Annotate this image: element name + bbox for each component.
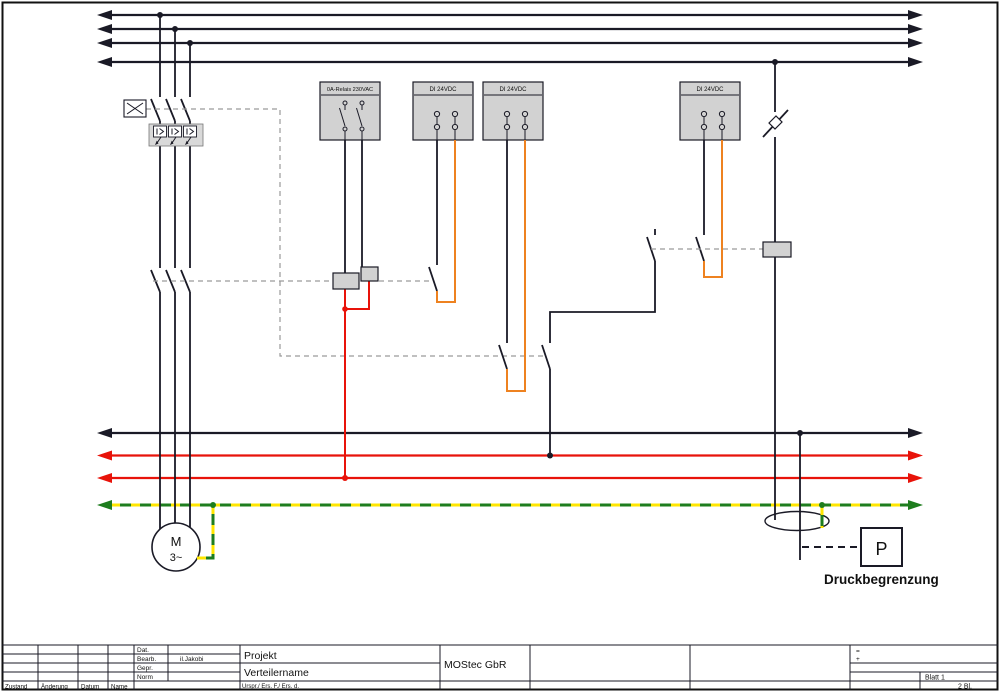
motor-feeder-lines: [150, 15, 191, 529]
di-module-label: DI 24VDC: [429, 87, 457, 93]
bottom-bus-black: [97, 428, 923, 438]
di-module-label: DI 24VDC: [696, 87, 724, 93]
tb-datum: Datum: [81, 684, 99, 691]
tb-bearb-label: Bearb.: [137, 656, 156, 663]
tb-dat-label: Dat.: [137, 647, 149, 654]
arrow-left-icon: [97, 428, 112, 438]
pressure-limiter-branch: P Druckbegrenzung: [764, 430, 939, 587]
di-module-box: [412, 81, 474, 141]
arrow-left-icon: [97, 450, 112, 461]
disconnect-blade-icon: [768, 115, 783, 130]
cable-marker-icon: [764, 510, 830, 532]
tb-plus: +: [856, 656, 860, 663]
pressure-actuator-box: [762, 241, 792, 258]
motor: M 3~: [151, 502, 216, 572]
feedback-contact-icon: [428, 266, 438, 292]
di-module-box: [679, 81, 741, 141]
arrow-left-icon: [97, 500, 112, 510]
arrow-right-icon: [908, 473, 923, 483]
di-module-1: DI 24VDC: [412, 81, 474, 303]
arrow-right-icon: [908, 428, 923, 438]
di-module-3: DI 24VDC: [679, 81, 741, 278]
top-power-bus-2: [97, 24, 923, 34]
arrow-right-icon: [908, 500, 923, 510]
aux-element-box: [360, 266, 379, 282]
pressure-limiter-label: Druckbegrenzung: [824, 572, 939, 587]
tb-urspr: Urspr./ Ers. F./ Ers. d.: [242, 684, 299, 690]
pressure-symbol: P: [875, 539, 887, 559]
junction-dot: [342, 306, 348, 312]
tb-zustand: Zustand: [5, 684, 28, 691]
tb-blatt: Blatt 1: [925, 675, 945, 682]
tb-verteilername: Verteilername: [244, 667, 309, 679]
tb-name: Name: [111, 684, 128, 691]
tb-norm-label: Norm: [137, 674, 153, 681]
relay-contact-icon: [339, 100, 348, 140]
tb-bearb-value: il.Jakobi: [180, 656, 203, 663]
aux-contact-icon: [541, 344, 551, 370]
title-block: Dat. Bearb. il.Jakobi Gepr. Norm Projekt…: [2, 644, 998, 691]
junction-dot: [342, 475, 348, 481]
arrow-left-icon: [97, 10, 112, 20]
trip-unit-icon: [168, 125, 182, 138]
arrow-left-icon: [97, 24, 112, 34]
arrow-left-icon: [97, 38, 112, 48]
top-power-bus-3: [97, 38, 923, 48]
junction-dot: [819, 502, 825, 508]
circuit-breaker: [123, 99, 544, 357]
bottom-bus-red-1: [97, 450, 923, 461]
tb-equals: =: [856, 648, 860, 655]
relay-module-box: [319, 81, 381, 141]
relay-module-label: 0A-Relais 230VAC: [327, 87, 373, 93]
trip-unit-icon: [183, 125, 197, 138]
contactor-coil: [332, 266, 379, 481]
aux-contact-chain: [541, 229, 763, 459]
trip-unit-icon: [153, 125, 167, 138]
pressure-limiter-box: [860, 527, 903, 567]
motor-phases: 3~: [170, 552, 183, 564]
arrow-right-icon: [908, 10, 923, 20]
tb-company: MOStec GbR: [444, 659, 507, 671]
bottom-bus-red-2: [97, 473, 923, 483]
arrow-left-icon: [97, 57, 112, 67]
relay-contact-icon: [356, 100, 365, 140]
top-power-bus-1: [97, 10, 923, 20]
arrow-left-icon: [97, 473, 112, 483]
tb-projekt: Projekt: [244, 650, 277, 662]
tb-aenderung: Änderung: [41, 684, 68, 691]
junction-dot: [547, 452, 553, 459]
tb-gepr-label: Gepr.: [137, 665, 153, 672]
arrow-right-icon: [908, 450, 923, 461]
right-supply-line: [762, 59, 792, 520]
relay-module: 0A-Relais 230VAC: [319, 81, 381, 273]
tb-bl: 2 Bl.: [958, 684, 972, 691]
arrow-right-icon: [908, 57, 923, 67]
arrow-right-icon: [908, 38, 923, 48]
motor-circle: [151, 522, 201, 572]
junction-dot: [797, 430, 803, 436]
junction-dot: [772, 59, 778, 65]
di-module-box: [482, 81, 544, 141]
di-module-2: DI 24VDC: [482, 81, 544, 392]
motor-letter: M: [171, 534, 182, 549]
di-module-label: DI 24VDC: [499, 87, 527, 93]
coil-box: [332, 272, 360, 290]
mechanical-link-dashed: [146, 108, 544, 357]
bus-junction-dots: [157, 12, 193, 46]
pe-bus-green-yellow: [97, 500, 923, 510]
feedback-contact-icon: [498, 344, 508, 370]
junction-dot: [210, 502, 216, 508]
arrow-right-icon: [908, 24, 923, 34]
top-power-bus-4: [97, 57, 923, 67]
